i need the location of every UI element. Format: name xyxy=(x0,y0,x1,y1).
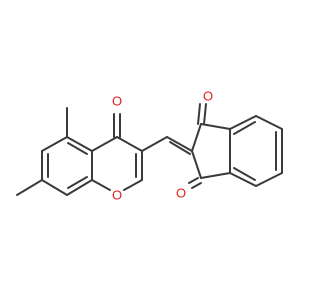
bond xyxy=(16,179,43,196)
bond xyxy=(229,115,257,130)
bond xyxy=(67,176,88,189)
bond xyxy=(166,136,193,152)
bond xyxy=(233,121,256,135)
bond xyxy=(191,123,202,152)
bond xyxy=(67,142,88,155)
bond xyxy=(197,103,201,125)
atom-label-oxygen: O xyxy=(112,94,122,109)
bond xyxy=(200,123,231,130)
bond xyxy=(255,115,283,130)
bond xyxy=(203,103,207,125)
bond xyxy=(188,177,199,184)
bond xyxy=(191,150,202,179)
bonds xyxy=(16,103,283,196)
molecule-canvas: O O O O xyxy=(16,88,283,203)
bond xyxy=(255,172,283,187)
bond xyxy=(141,136,168,152)
bond xyxy=(169,141,191,155)
bond xyxy=(123,179,143,191)
bond xyxy=(41,136,68,152)
bond xyxy=(200,172,231,179)
bond xyxy=(91,136,118,152)
bond xyxy=(41,179,68,196)
bond xyxy=(91,179,111,191)
molecule-structure: O O O O xyxy=(16,89,283,203)
bond xyxy=(229,172,257,187)
atom-label-oxygen: O xyxy=(203,89,213,104)
atom-label-oxygen: O xyxy=(112,188,122,203)
atom-labels: O O O O xyxy=(112,89,213,203)
bond xyxy=(116,136,143,152)
bond xyxy=(191,182,202,189)
bond xyxy=(66,136,93,152)
bond xyxy=(66,179,93,196)
bond xyxy=(233,167,256,181)
atom-label-oxygen: O xyxy=(176,186,186,201)
